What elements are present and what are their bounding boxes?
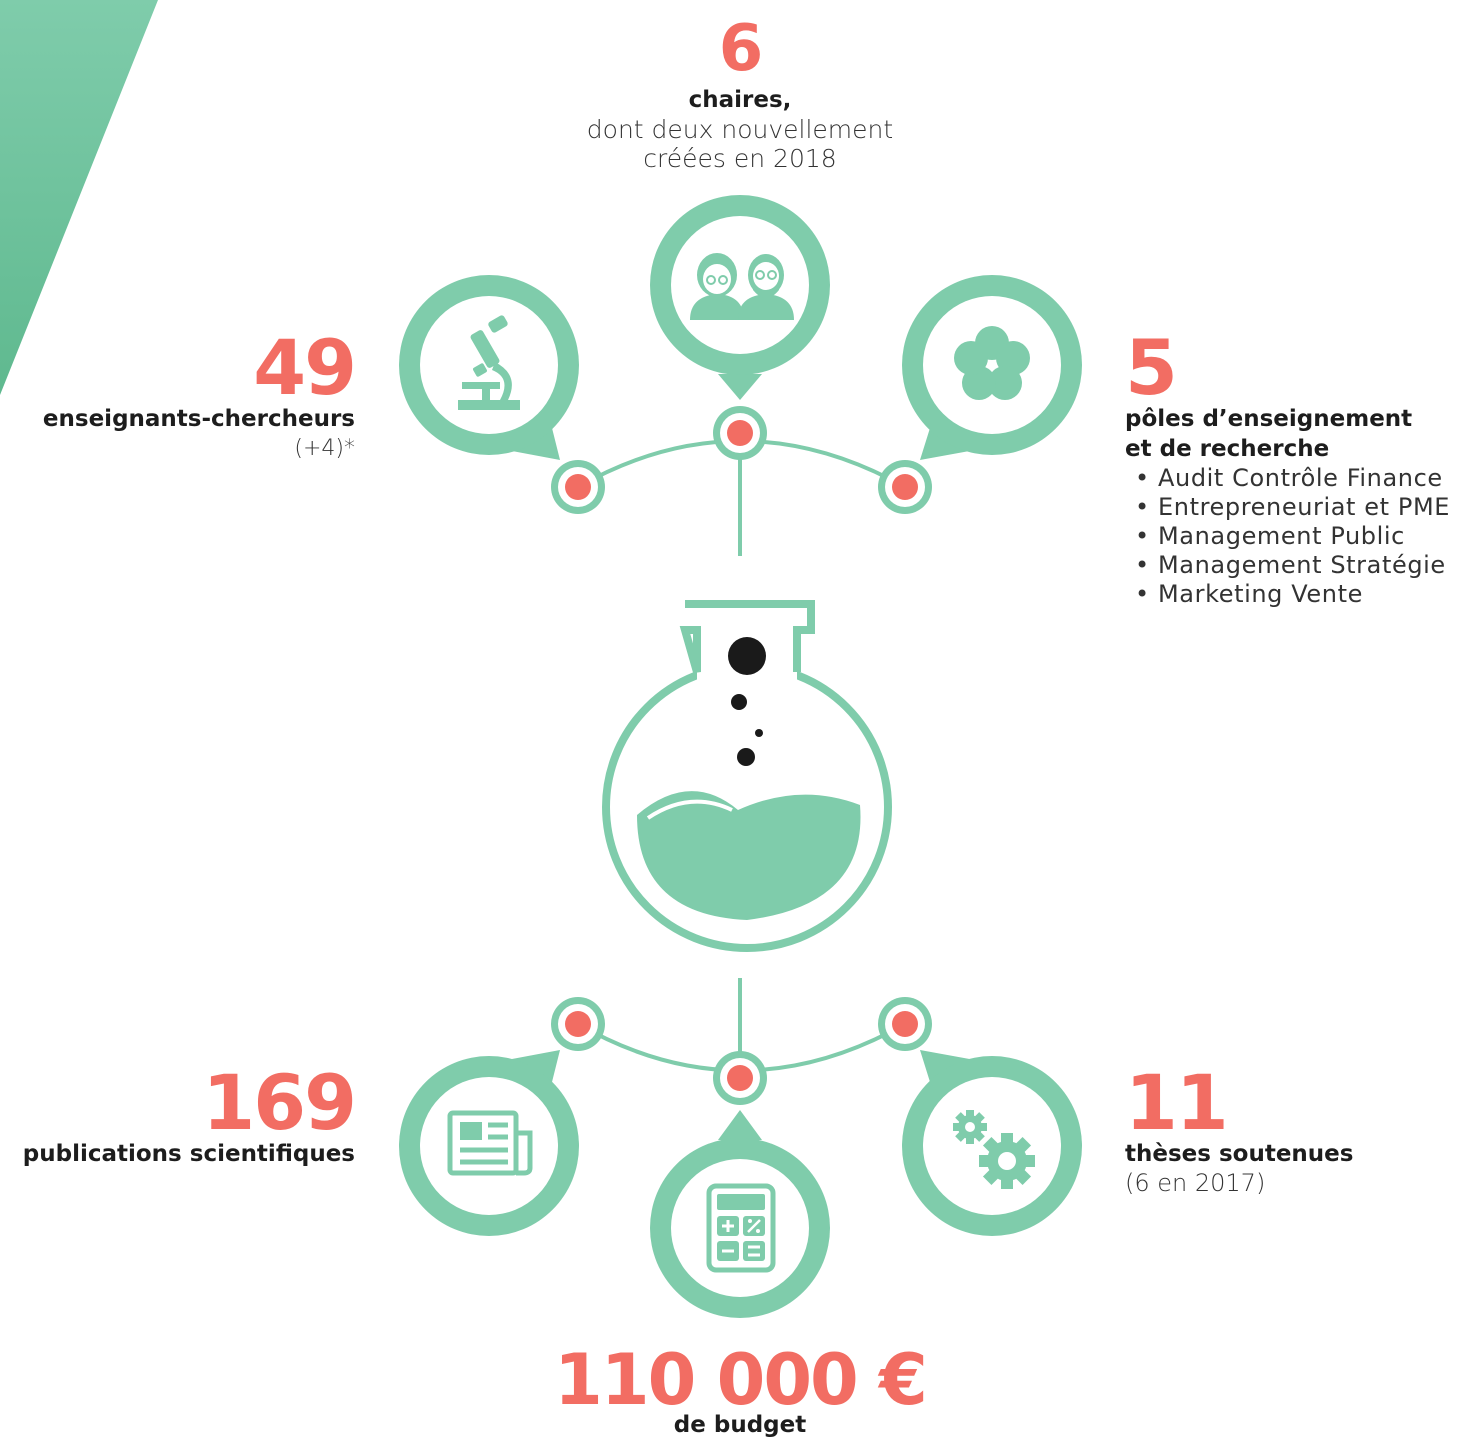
corner-decoration: [0, 0, 158, 395]
flower-bubble: [902, 275, 1082, 460]
microscope-bubble: [399, 275, 579, 460]
calculator-bubble: [650, 1110, 830, 1318]
newspaper-icon: [447, 1110, 533, 1176]
chaires-value: 6: [718, 12, 764, 86]
enseignants-sub: (+4)*: [294, 436, 355, 462]
gears-bubble: [902, 1050, 1082, 1236]
publications-label: publications scientifiques: [22, 1141, 355, 1168]
budget-label: de budget: [673, 1412, 807, 1438]
poles-label-2: et de recherche: [1125, 436, 1330, 463]
people-icon: [690, 253, 794, 320]
budget-value: 110 000 €: [554, 1339, 928, 1421]
poles-label-1: pôles d’enseignement: [1125, 406, 1413, 433]
flower-icon: [954, 326, 1030, 400]
enseignants-label: enseignants-chercheurs: [42, 406, 355, 433]
poles-list-item: Entrepreneuriat et PME: [1135, 493, 1455, 522]
connector-nodes: [551, 406, 932, 1105]
poles-list-item: Management Stratégie: [1135, 551, 1455, 580]
poles-list-item: Audit Contrôle Finance: [1135, 464, 1455, 493]
poles-value: 5: [1125, 323, 1178, 412]
flask-icon: [602, 600, 892, 952]
theses-sub: (6 en 2017): [1125, 1169, 1266, 1198]
stat-publications: 169 publications scientifiques: [5, 1058, 357, 1169]
poles-list-item: Management Public: [1135, 522, 1455, 551]
stat-budget: 110 000 € de budget: [440, 1339, 1040, 1438]
enseignants-value: 49: [253, 323, 357, 412]
poles-list-item: Marketing Vente: [1135, 580, 1455, 609]
theses-value: 11: [1125, 1058, 1229, 1147]
stat-enseignants: 49 enseignants-chercheurs (+4)*: [20, 323, 357, 463]
theses-label: thèses soutenues: [1125, 1141, 1354, 1168]
poles-list: Audit Contrôle Finance Entrepreneuriat e…: [1125, 464, 1455, 609]
stat-chaires: 6 chaires, dont deux nouvellement créées…: [540, 12, 940, 174]
gears-icon: [953, 1110, 1035, 1189]
newspaper-bubble: [399, 1050, 579, 1236]
chaires-label: chaires,: [688, 87, 792, 114]
stat-theses: 11 thèses soutenues (6 en 2017): [1125, 1058, 1445, 1198]
people-bubble: [650, 195, 830, 400]
chaires-sub-1: dont deux nouvellement: [586, 115, 894, 145]
chaires-sub-2: créées en 2018: [643, 144, 837, 174]
publications-value: 169: [202, 1058, 357, 1147]
stat-poles: 5 pôles d’enseignement et de recherche A…: [1125, 323, 1455, 609]
calculator-icon: [706, 1183, 776, 1273]
microscope-icon: [458, 315, 520, 410]
